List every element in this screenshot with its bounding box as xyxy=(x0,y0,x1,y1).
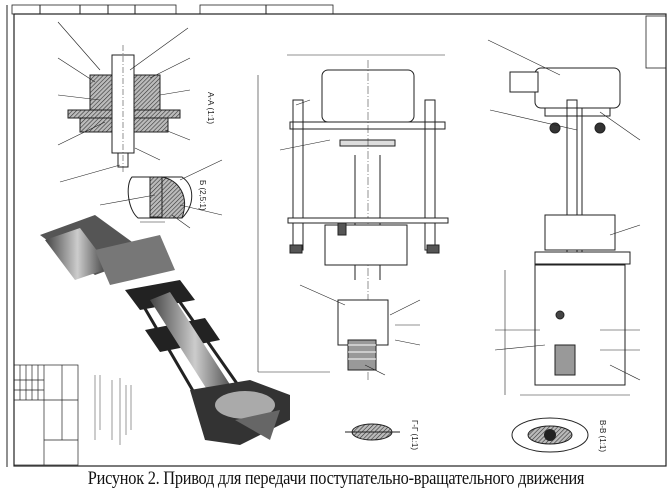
side-view xyxy=(487,39,641,396)
sheet-frame xyxy=(6,4,667,467)
isometric-render xyxy=(40,215,290,445)
section-gg-label: Г-Г (1:1) xyxy=(410,420,419,450)
section-gg-view: Г-Г (1:1) xyxy=(345,420,419,450)
technical-drawing: А-А (1:1) Б (2,5:1) xyxy=(6,4,667,467)
section-vv-view: В-В (1:1) xyxy=(511,417,607,453)
section-aa-view: А-А (1:1) xyxy=(57,21,215,183)
technical-notes xyxy=(94,375,132,445)
front-view xyxy=(257,54,449,380)
figure-caption: Рисунок 2. Привод для передачи поступате… xyxy=(87,468,585,489)
title-block xyxy=(13,364,79,466)
section-aa-label: А-А (1:1) xyxy=(206,92,215,124)
detail-b-label: Б (2,5:1) xyxy=(198,180,207,211)
section-vv-label: В-В (1:1) xyxy=(598,420,607,452)
detail-b-view: Б (2,5:1) xyxy=(99,159,223,229)
